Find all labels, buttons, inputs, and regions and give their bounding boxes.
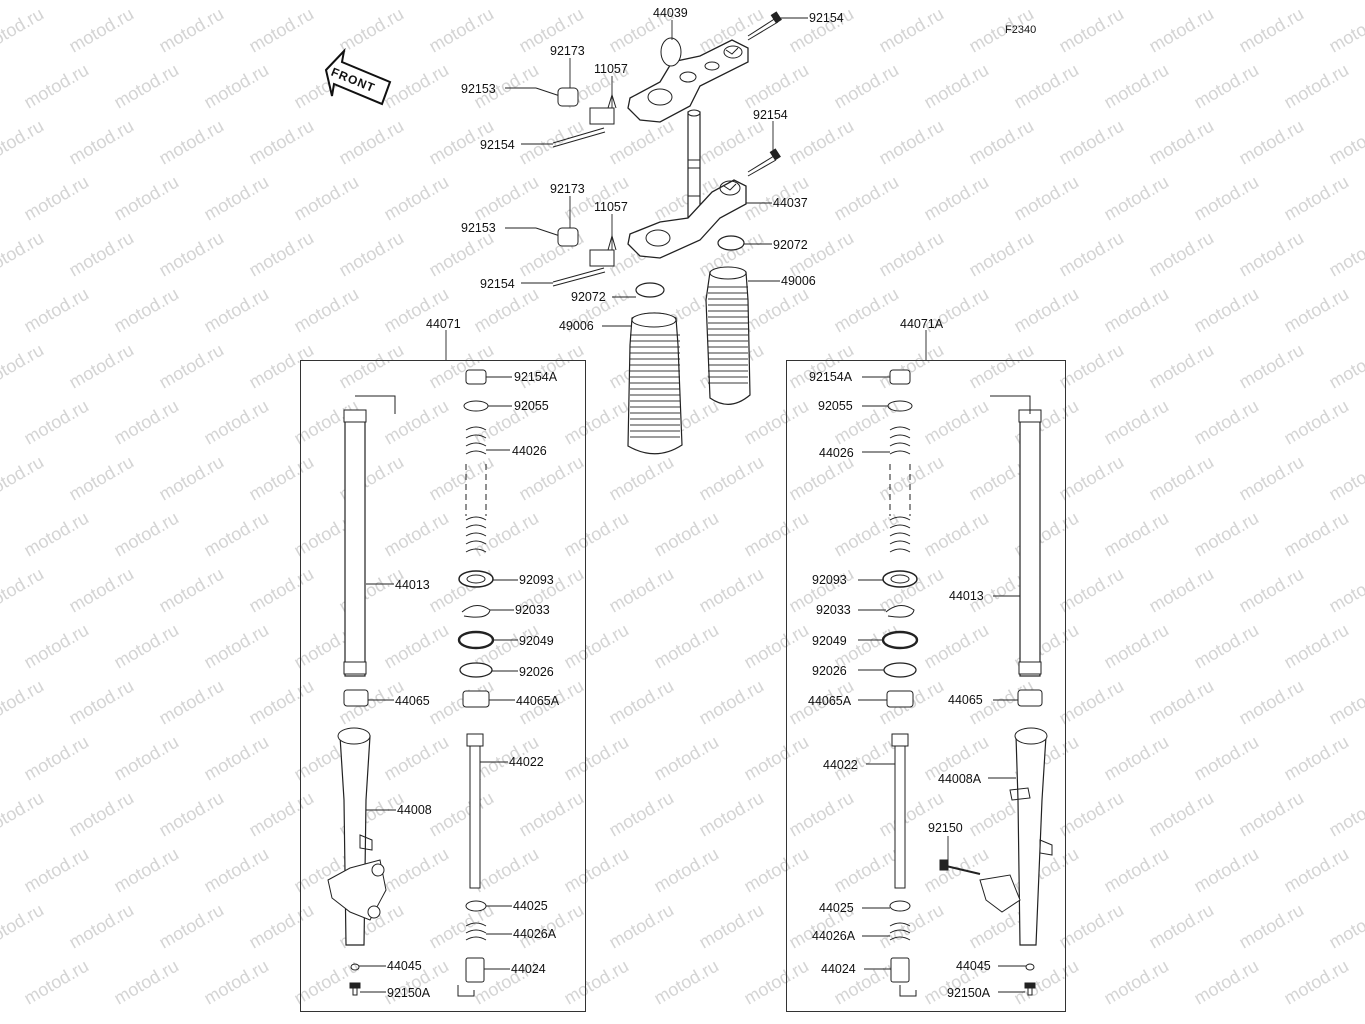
part-label: 92153 [461,82,496,96]
part-label: 44008A [938,772,982,786]
part-label: 44065A [808,694,852,708]
part-label: 92049 [519,634,554,648]
part-label: 11057 [594,200,628,214]
part-label: 92173 [550,44,585,58]
part-label: 44013 [949,589,984,603]
part-label: 92154 [480,277,515,291]
part-label: 92150A [947,986,991,1000]
leader-lines [359,17,1026,993]
part-label: 44065 [948,693,983,707]
part-label: 92150 [928,821,963,835]
right-assembly-box [786,360,1066,1012]
diagram-code: F2340 [1005,24,1037,36]
part-label: 92072 [773,238,808,252]
part-label: 92055 [514,399,549,413]
part-label: 44024 [821,962,856,976]
part-label: 44013 [395,578,430,592]
part-label: 44022 [509,755,544,769]
fork-boot [705,266,751,405]
part-label: 11057 [594,62,628,76]
bolt [747,11,782,41]
part-label: 92049 [812,634,847,648]
part-label: 44045 [387,959,422,973]
part-label: 92033 [816,603,851,617]
left-assembly-box [300,360,586,1012]
part-label: 92026 [519,665,554,679]
part-label: 44065 [395,694,430,708]
part-label: 44025 [819,901,854,915]
part-label: 92154 [480,138,515,152]
part-label: 92093 [519,573,554,587]
part-label: 92150A [387,986,431,1000]
front-arrow-icon [324,48,392,106]
part-label: 44022 [823,758,858,772]
part-label: 92093 [812,573,847,587]
part-label: 49006 [559,319,594,333]
part-label: 92173 [550,182,585,196]
part-label: 92154A [514,370,558,384]
part-label: 44025 [513,899,548,913]
part-label: 44026 [512,444,547,458]
part-label: 92154A [809,370,853,384]
left-assembly-title: 44071 [426,317,461,331]
part-label: 44026 [819,446,854,460]
upper-bracket [627,37,749,123]
part-label: 44065A [516,694,560,708]
lower-bracket [627,109,747,259]
part-label: 44039 [653,6,688,20]
part-label: 49006 [781,274,816,288]
part-label: 44008 [397,803,432,817]
part-label: 44037 [773,196,808,210]
part-label: 44026A [812,929,856,943]
right-assembly-title: 44071A [900,317,944,331]
part-label: 92154 [753,108,788,122]
part-label: 92153 [461,221,496,235]
part-label: 92033 [515,603,550,617]
part-label: 92026 [812,664,847,678]
part-label: 44026A [513,927,557,941]
part-label: 92072 [571,290,606,304]
part-label: 44024 [511,962,546,976]
part-label: 92055 [818,399,853,413]
part-label: 44045 [956,959,991,973]
part-label: 92154 [809,11,844,25]
fork-boot [627,312,683,455]
